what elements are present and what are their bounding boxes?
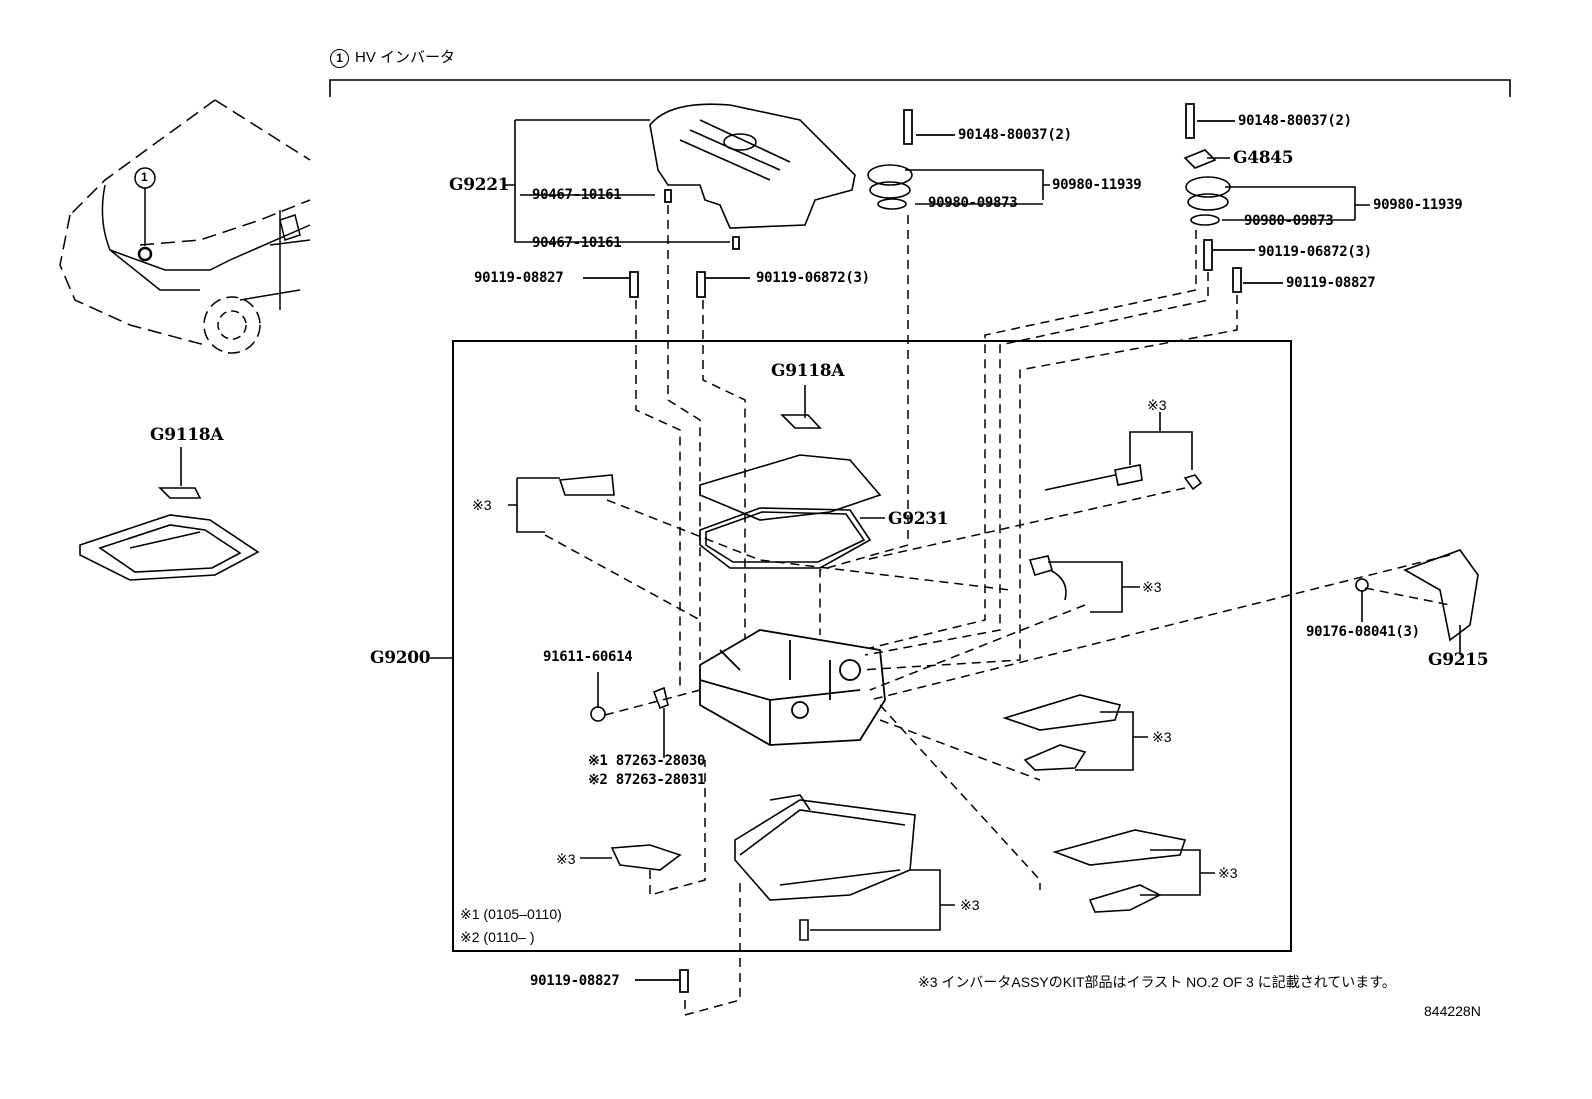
label-90467-10161-b[interactable]: 90467-10161 xyxy=(532,235,622,251)
kit-marker-3: ※3 xyxy=(1142,579,1162,595)
label-90467-10161-a[interactable]: 90467-10161 xyxy=(532,187,622,203)
g9200-box xyxy=(452,340,1292,952)
sensor-units xyxy=(867,149,1370,226)
kit-marker-1: ※3 xyxy=(1147,397,1167,413)
kit-marker-7: ※3 xyxy=(960,897,980,913)
date-note-1: ※1 (0105–0110) xyxy=(460,906,562,922)
lower-components xyxy=(580,794,955,941)
label-g9118a-side[interactable]: G9118A xyxy=(150,425,224,445)
assembly-guides xyxy=(544,205,1451,1016)
label-g9221[interactable]: G9221 xyxy=(449,175,510,195)
label-87263-28031[interactable]: ※2 87263-28031 xyxy=(588,772,706,788)
fasteners xyxy=(583,103,1283,993)
plate-gasket xyxy=(699,385,885,569)
vehicle-sketch xyxy=(59,99,311,354)
label-g9231[interactable]: G9231 xyxy=(888,509,949,529)
kit-marker-5: ※3 xyxy=(556,851,576,867)
label-90980-09873-a[interactable]: 90980-09873 xyxy=(928,195,1018,211)
engine-cover-sketch xyxy=(505,103,856,243)
label-g9118a-main[interactable]: G9118A xyxy=(771,361,845,381)
kit-marker-4: ※3 xyxy=(1152,729,1172,745)
label-90148-80037-a[interactable]: 90148-80037(2) xyxy=(958,127,1072,143)
label-90980-11939-a[interactable]: 90980-11939 xyxy=(1052,177,1142,193)
kit-marker-6: ※3 xyxy=(1218,865,1238,881)
label-90119-08827-c[interactable]: 90119-08827 xyxy=(530,973,620,989)
diagram-id: 844228N xyxy=(1424,1003,1481,1019)
label-90148-80037-b[interactable]: 90148-80037(2) xyxy=(1238,113,1352,129)
label-91611-60614[interactable]: 91611-60614 xyxy=(543,649,633,665)
kit-footnote: ※3 インバータASSYのKIT部品はイラスト NO.2 OF 3 に記載されて… xyxy=(918,974,1396,990)
label-90119-08827-b[interactable]: 90119-08827 xyxy=(1286,275,1376,291)
date-note-2: ※2 (0110– ) xyxy=(460,929,535,945)
label-90980-11939-b[interactable]: 90980-11939 xyxy=(1373,197,1463,213)
inverter-body xyxy=(699,629,886,746)
label-90119-06872-a[interactable]: 90119-06872(3) xyxy=(756,270,870,286)
label-g4845[interactable]: G4845 xyxy=(1233,148,1294,168)
right-components xyxy=(508,412,1479,913)
side-cover-sketch xyxy=(79,447,260,581)
label-90119-08827-a[interactable]: 90119-08827 xyxy=(474,270,564,286)
label-90119-06872-b[interactable]: 90119-06872(3) xyxy=(1258,244,1372,260)
title-bracket xyxy=(329,79,1511,97)
kit-marker-2: ※3 xyxy=(472,497,492,513)
title-index-badge: 1 xyxy=(330,48,349,68)
sensor-parts xyxy=(590,672,669,758)
title-text: HV インバータ xyxy=(355,49,456,66)
label-90980-09873-b[interactable]: 90980-09873 xyxy=(1244,213,1334,229)
vehicle-callout-number: 1 xyxy=(141,170,148,184)
diagram-title: 1 HV インバータ xyxy=(330,46,455,68)
label-g9215[interactable]: G9215 xyxy=(1428,650,1489,670)
label-g9200[interactable]: G9200 xyxy=(370,648,431,668)
label-87263-28030[interactable]: ※1 87263-28030 xyxy=(588,753,706,769)
label-90176-08041[interactable]: 90176-08041(3) xyxy=(1306,624,1420,640)
